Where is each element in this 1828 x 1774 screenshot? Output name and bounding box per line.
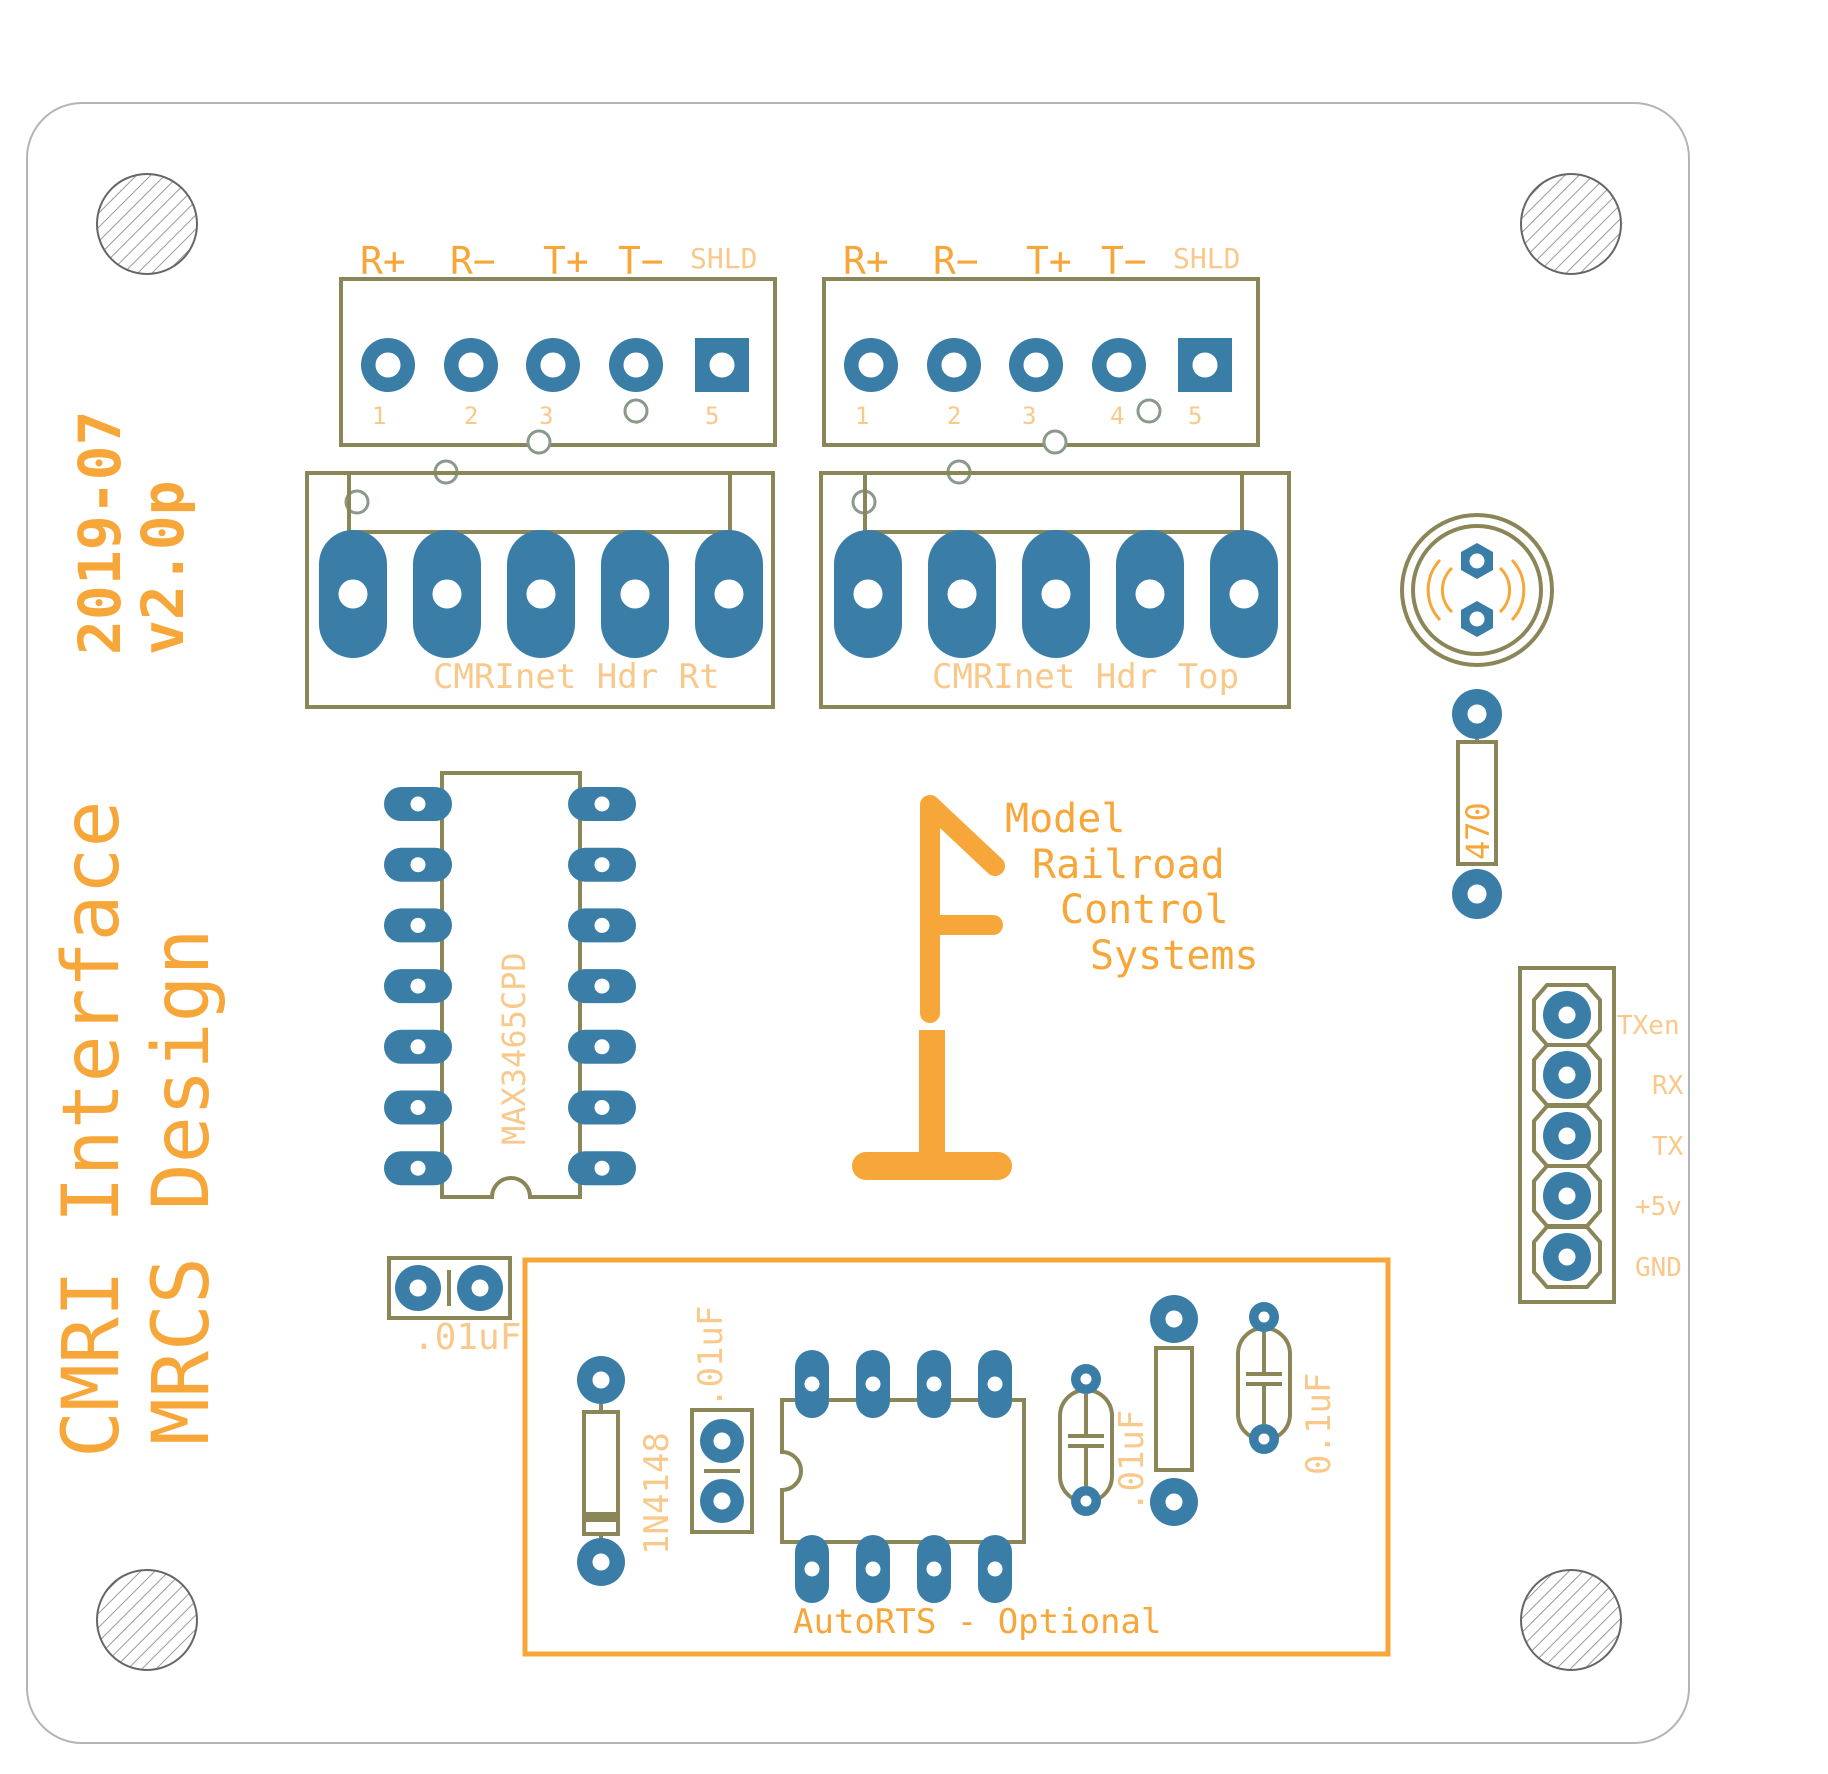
terminal-left-header-3: T+ [543, 239, 589, 283]
terminal-right-header-5: SHLD [1173, 242, 1240, 275]
cap-left-label: .01uF [413, 1317, 521, 1358]
capacitor-left: .01uF [387, 1256, 521, 1358]
capacitor-auto-3: 0.1uF [1236, 1302, 1339, 1475]
header-pin-gnd: GND [1635, 1253, 1682, 1283]
resistor-value-label: 470 [1459, 802, 1497, 860]
led-component [1400, 513, 1554, 667]
terminal-right-pin-3: 3 [1022, 402, 1036, 430]
logo-text-systems: Systems [1090, 933, 1259, 979]
capacitor-auto-2: .01uF [1058, 1364, 1152, 1516]
ic-max3465: MAX3465CPD [384, 771, 636, 1199]
logo-text-railroad: Railroad [1032, 842, 1225, 888]
terminal-right-pin-2: 2 [947, 402, 961, 430]
board-title-line1: CMRI Interface [47, 801, 137, 1458]
terminal-left-header-2: R− [450, 239, 496, 283]
vias [344, 398, 1162, 515]
terminal-right-header-2: R− [933, 239, 979, 283]
terminal-left-pin-2: 2 [464, 402, 478, 430]
terminal-right-pin-4: 4 [1110, 402, 1124, 430]
diode-label: 1N4148 [637, 1432, 677, 1555]
resistor-auto [1150, 1295, 1198, 1526]
terminal-left-pin-5: 5 [705, 402, 719, 430]
logo-text-model: Model [1005, 796, 1125, 842]
board-outline [26, 102, 1690, 1744]
header-connector-top: CMRInet Hdr Top [819, 471, 1291, 709]
connector-label-rt: CMRInet Hdr Rt [433, 657, 720, 697]
header-pin-tx: TX [1652, 1132, 1684, 1162]
header-pin-5v: +5v [1635, 1192, 1682, 1222]
terminal-left-header-5: SHLD [690, 242, 757, 275]
resistor-470: 470 [1452, 689, 1502, 919]
header-connector-rt: CMRInet Hdr Rt [305, 471, 775, 709]
mrcs-logo: Model Railroad Control Systems [852, 795, 1259, 1180]
terminal-block-right: R+ R− T+ T− SHLD 1 2 3 4 5 [822, 239, 1260, 447]
terminal-right-header-4: T− [1101, 239, 1147, 283]
terminal-left-header-1: R+ [360, 239, 406, 283]
mounting-hole-bottom-left [96, 1569, 198, 1671]
autorts-label: AutoRTS - Optional [793, 1602, 1161, 1642]
logo-text-control: Control [1060, 887, 1229, 933]
diode-1n4148: 1N4148 [577, 1356, 677, 1586]
terminal-right-pin-1: 1 [855, 402, 869, 430]
terminal-block-left: R+ R− T+ T− SHLD 1 2 3 4 5 [339, 239, 777, 447]
date-label: 2019-07 [66, 411, 134, 655]
capacitor-auto-1: .01uF [690, 1306, 754, 1534]
board-title-line2: MRCS Design [137, 928, 227, 1445]
terminal-right-pin-5: 5 [1188, 402, 1202, 430]
terminal-right-header-1: R+ [843, 239, 889, 283]
header-pin-rx: RX [1652, 1071, 1684, 1101]
autorts-region: 1N4148 .01uF .01u [522, 1257, 1391, 1657]
ic-part-label: MAX3465CPD [495, 952, 533, 1145]
mounting-hole-bottom-right [1520, 1569, 1622, 1671]
terminal-left-pin-3: 3 [539, 402, 553, 430]
header-pin-txen: TXen [1617, 1011, 1680, 1041]
connector-label-top: CMRInet Hdr Top [932, 657, 1239, 697]
mounting-hole-top-right [1520, 173, 1622, 275]
cap-auto-1-label: .01uF [691, 1306, 731, 1408]
ic-autorts [780, 1350, 1026, 1603]
terminal-left-header-4: T− [618, 239, 664, 283]
mounting-hole-top-left [96, 173, 198, 275]
serial-header: TXen RX TX +5v GND [1518, 966, 1684, 1304]
cap-auto-2-label: .01uF [1112, 1410, 1152, 1512]
cap-auto-3-label: 0.1uF [1299, 1373, 1339, 1475]
terminal-right-header-3: T+ [1026, 239, 1072, 283]
version-label: v2.0p [129, 480, 197, 655]
terminal-left-pin-1: 1 [372, 402, 386, 430]
